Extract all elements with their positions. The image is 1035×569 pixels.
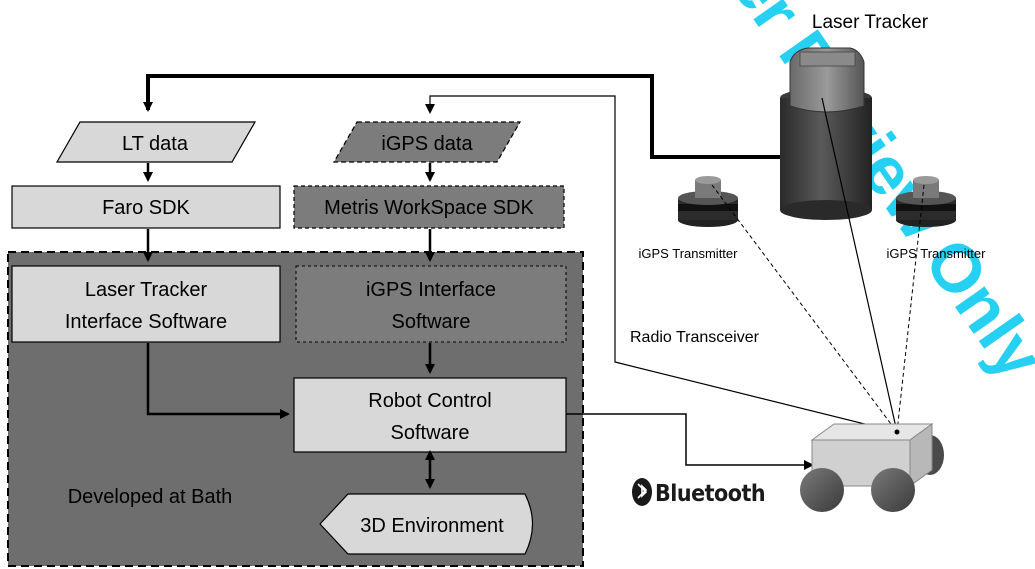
robot-control-node — [293, 377, 567, 453]
bluetooth-label: Bluetooth — [655, 481, 765, 507]
laser-tracker-title: Laser Tracker — [812, 12, 929, 33]
env-3d-label: 3D Environment — [360, 515, 504, 537]
robot-vehicle-icon — [800, 423, 944, 512]
igps-data-node — [332, 121, 522, 163]
igps-data-label: iGPS data — [381, 133, 473, 155]
bluetooth-link-line — [566, 413, 814, 470]
lt-interface-node — [11, 265, 281, 343]
robot-control-label-1: Robot Control — [368, 390, 491, 412]
radio-transceiver-label: Radio Transceiver — [630, 329, 760, 346]
igps-transmitter-right-label: iGPS Transmitter — [887, 246, 987, 261]
bluetooth-logo: Bluetooth — [632, 478, 766, 507]
lt-data-node — [55, 121, 257, 163]
igps-transmitter-left-label: iGPS Transmitter — [639, 246, 739, 261]
radio-line — [425, 95, 898, 433]
igps-interface-node — [295, 265, 567, 343]
lt-interface-label-1: Laser Tracker — [85, 279, 208, 301]
igps-interface-label-1: iGPS Interface — [366, 279, 496, 301]
igps-interface-label-2: Software — [392, 311, 471, 333]
env-3d-node — [319, 493, 534, 555]
igps-transmitter-right-icon — [896, 176, 956, 227]
developed-at-bath-label: Developed at Bath — [68, 486, 233, 508]
lt-interface-label-2: Interface Software — [65, 311, 227, 333]
igps-ray-left — [711, 184, 898, 433]
igps-transmitter-left-icon — [678, 176, 738, 227]
laser-beam-line — [821, 97, 898, 433]
lt-data-label: LT data — [122, 133, 189, 155]
faro-sdk-label: Faro SDK — [102, 197, 190, 219]
lt-cable-line — [143, 74, 780, 159]
metris-sdk-node — [293, 185, 565, 229]
metris-sdk-label: Metris WorkSpace SDK — [324, 197, 534, 219]
robot-control-label-2: Software — [391, 422, 470, 444]
arrow-lt-interface-to-robot — [146, 343, 290, 419]
laser-tracker-icon — [780, 47, 872, 220]
faro-sdk-node — [11, 185, 281, 229]
